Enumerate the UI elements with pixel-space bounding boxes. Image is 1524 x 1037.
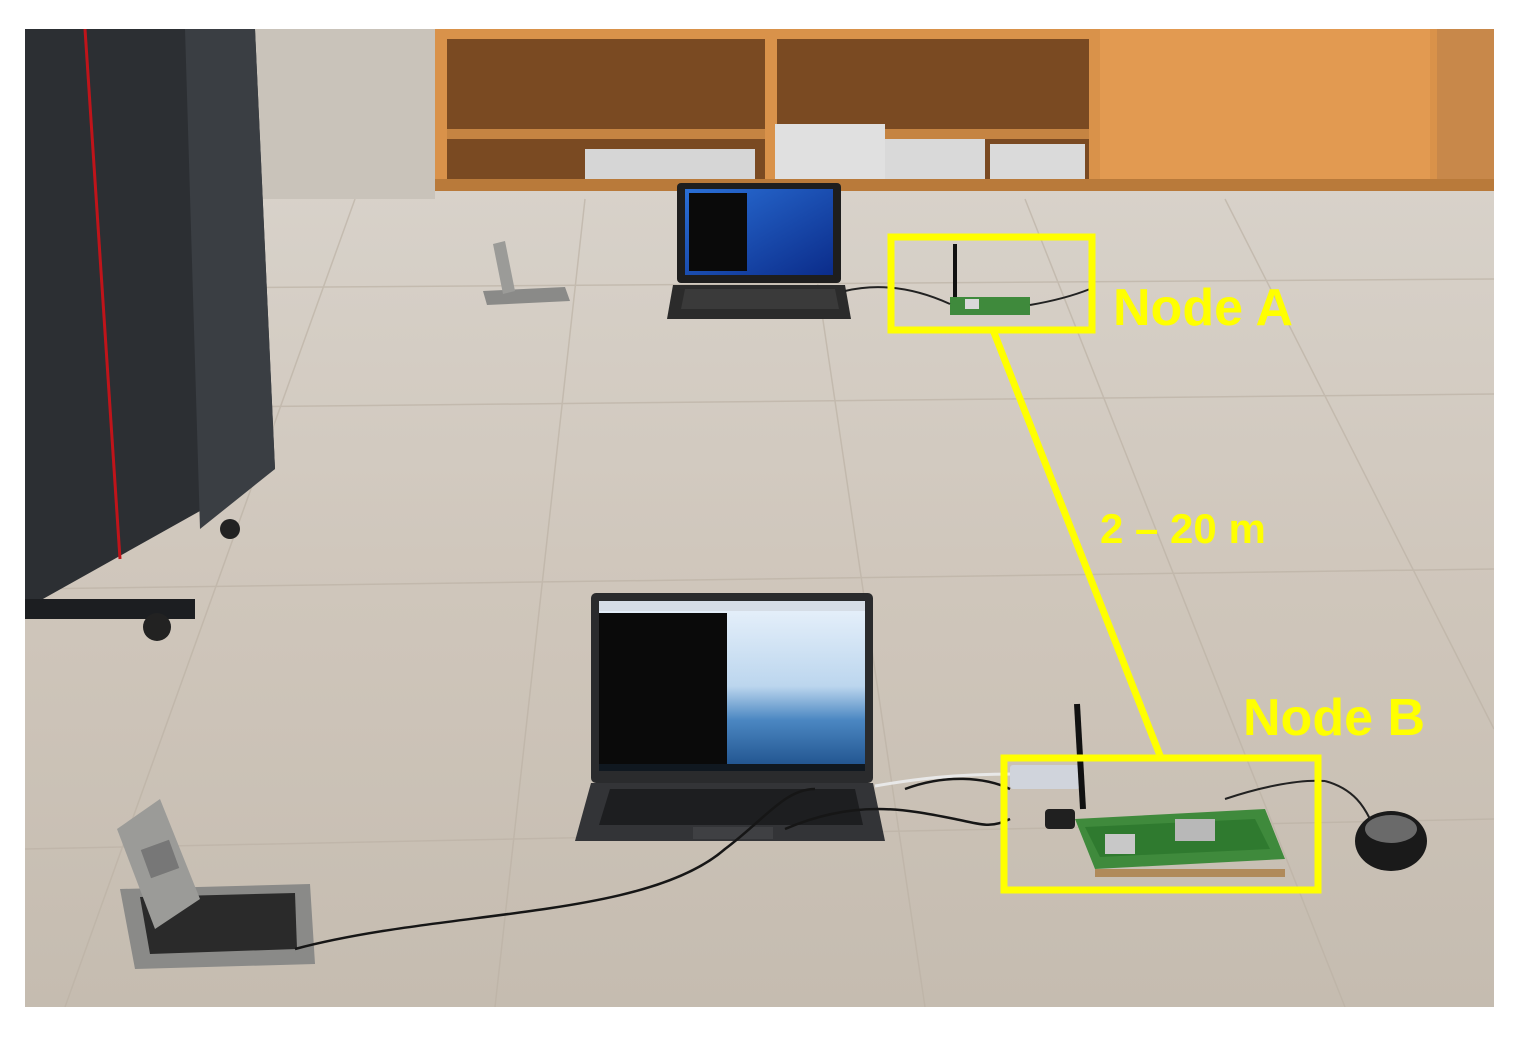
scene-illustration: [25, 29, 1494, 1007]
floor-outlet-front: [117, 799, 315, 969]
laptop-front: [575, 593, 885, 841]
node-b-label: Node B: [1243, 689, 1425, 747]
annotation-overlays: [887, 233, 1322, 894]
distance-label: 2 – 20 m: [1100, 505, 1266, 552]
mouse: [1324, 780, 1427, 871]
usb-cable: [874, 772, 1016, 788]
server-cabinet: [25, 29, 275, 641]
photo: [25, 29, 1494, 1007]
node-a-label: Node A: [1113, 279, 1294, 337]
distance-line: [989, 328, 1165, 760]
floor-outlet-back: [483, 241, 570, 305]
laptop-back: [667, 183, 851, 319]
node-a-highlight-box: [887, 233, 1096, 334]
node-b-board: [1045, 703, 1326, 877]
usb-hub: [1010, 765, 1080, 789]
node-a-board: [844, 244, 1091, 315]
